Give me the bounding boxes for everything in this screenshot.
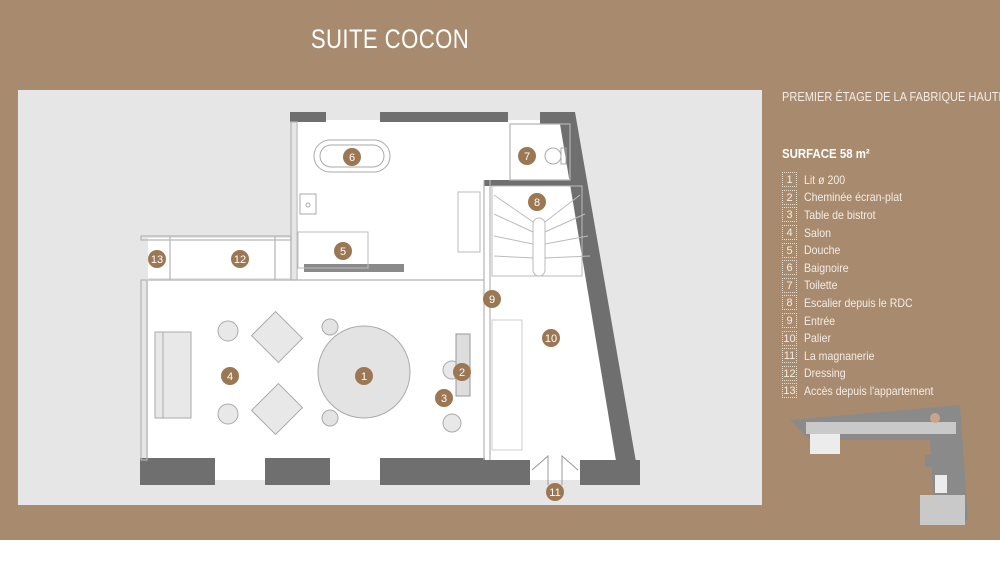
legend-label: Entrée xyxy=(804,313,836,328)
svg-text:5: 5 xyxy=(340,246,346,258)
legend-number: 8 xyxy=(782,295,797,311)
legend-label: Accès depuis l'appartement xyxy=(804,383,934,398)
marker-3: 3 xyxy=(435,389,453,407)
marker-4: 4 xyxy=(221,367,239,385)
dressing-bench xyxy=(491,319,523,451)
legend-item: 4 Salon xyxy=(782,224,951,242)
svg-text:4: 4 xyxy=(227,371,233,383)
bench xyxy=(457,191,481,253)
svg-text:10: 10 xyxy=(545,333,557,345)
sink xyxy=(299,193,317,215)
legend-item: 10 Palier xyxy=(782,329,951,347)
entrance-door xyxy=(531,454,579,485)
legend-item: 13 Accès depuis l'appartement xyxy=(782,382,951,400)
marker-2: 2 xyxy=(453,363,471,381)
svg-text:1: 1 xyxy=(361,371,367,383)
interior-lines xyxy=(140,121,571,461)
floor-area xyxy=(148,120,633,480)
legend-label: Escalier depuis le RDC xyxy=(804,295,913,310)
marker-1: 1 xyxy=(355,367,373,385)
legend-label: Baignoire xyxy=(804,260,849,275)
marker-5: 5 xyxy=(334,242,352,260)
legend-label: Douche xyxy=(804,243,841,258)
legend-label: Palier xyxy=(804,331,832,346)
svg-text:11: 11 xyxy=(549,487,560,499)
legend-number: 13 xyxy=(782,383,797,399)
svg-text:3: 3 xyxy=(441,393,447,405)
legend: 1 Lit ø 200 2 Cheminée écran-plat 3 Table d… xyxy=(782,171,951,400)
legend-item: 6 Baignoire xyxy=(782,259,951,277)
marker-12: 12 xyxy=(231,250,249,268)
legend-number: 9 xyxy=(782,313,797,329)
walls xyxy=(140,112,640,485)
svg-text:2: 2 xyxy=(459,367,465,379)
svg-text:12: 12 xyxy=(234,254,246,266)
marker-8: 8 xyxy=(528,193,546,211)
marker-7: 7 xyxy=(518,147,536,165)
marker-9: 9 xyxy=(483,290,501,308)
legend-label: Table de bistrot xyxy=(804,207,876,222)
svg-text:9: 9 xyxy=(489,294,495,306)
armchairs xyxy=(250,310,304,436)
legend-number: 7 xyxy=(782,277,797,293)
legend-item: 12 Dressing xyxy=(782,365,951,383)
legend-number: 2 xyxy=(782,189,797,205)
legend-item: 2 Cheminée écran-plat xyxy=(782,189,951,207)
marker-11: 11 xyxy=(546,483,564,501)
legend-number: 4 xyxy=(782,225,797,241)
legend-number: 3 xyxy=(782,207,797,223)
legend-label: Lit ø 200 xyxy=(804,172,846,187)
room-markers: 1 2 3 4 5 6 7 8 9 10 11 12 13 xyxy=(148,147,564,501)
legend-number: 12 xyxy=(782,365,797,381)
svg-text:7: 7 xyxy=(524,151,530,163)
surface-area: SURFACE 58 m² xyxy=(782,146,870,161)
svg-text:8: 8 xyxy=(534,197,540,209)
page-title: SUITE COCON xyxy=(310,24,470,54)
marker-10: 10 xyxy=(542,329,560,347)
legend-number: 1 xyxy=(782,172,797,188)
sofa xyxy=(154,331,192,419)
legend-item: 5 Douche xyxy=(782,241,951,259)
floor-subtitle: PREMIER ÉTAGE DE LA FABRIQUE HAUTE xyxy=(782,89,1000,104)
legend-label: Toilette xyxy=(804,278,838,293)
legend-number: 6 xyxy=(782,260,797,276)
legend-item: 9 Entrée xyxy=(782,312,951,330)
svg-text:6: 6 xyxy=(349,152,355,164)
legend-item: 8 Escalier depuis le RDC xyxy=(782,294,951,312)
legend-label: Dressing xyxy=(804,366,846,381)
legend-item: 11 La magnanerie xyxy=(782,347,951,365)
legend-number: 5 xyxy=(782,242,797,258)
legend-label: Salon xyxy=(804,225,832,240)
legend-item: 3 Table de bistrot xyxy=(782,206,951,224)
marker-6: 6 xyxy=(343,148,361,166)
legend-label: La magnanerie xyxy=(804,348,875,363)
site-plan xyxy=(790,405,968,525)
bathtub xyxy=(313,139,391,173)
svg-text:13: 13 xyxy=(151,254,163,266)
toilet xyxy=(544,147,567,165)
marker-13: 13 xyxy=(148,250,166,268)
legend-number: 11 xyxy=(782,348,797,364)
staircase xyxy=(491,185,591,277)
legend-label: Cheminée écran-plat xyxy=(804,190,903,205)
legend-number: 10 xyxy=(782,330,797,346)
site-plan-location-marker xyxy=(930,413,940,423)
legend-item: 1 Lit ø 200 xyxy=(782,171,951,189)
shower xyxy=(297,231,369,269)
legend-item: 7 Toilette xyxy=(782,277,951,295)
